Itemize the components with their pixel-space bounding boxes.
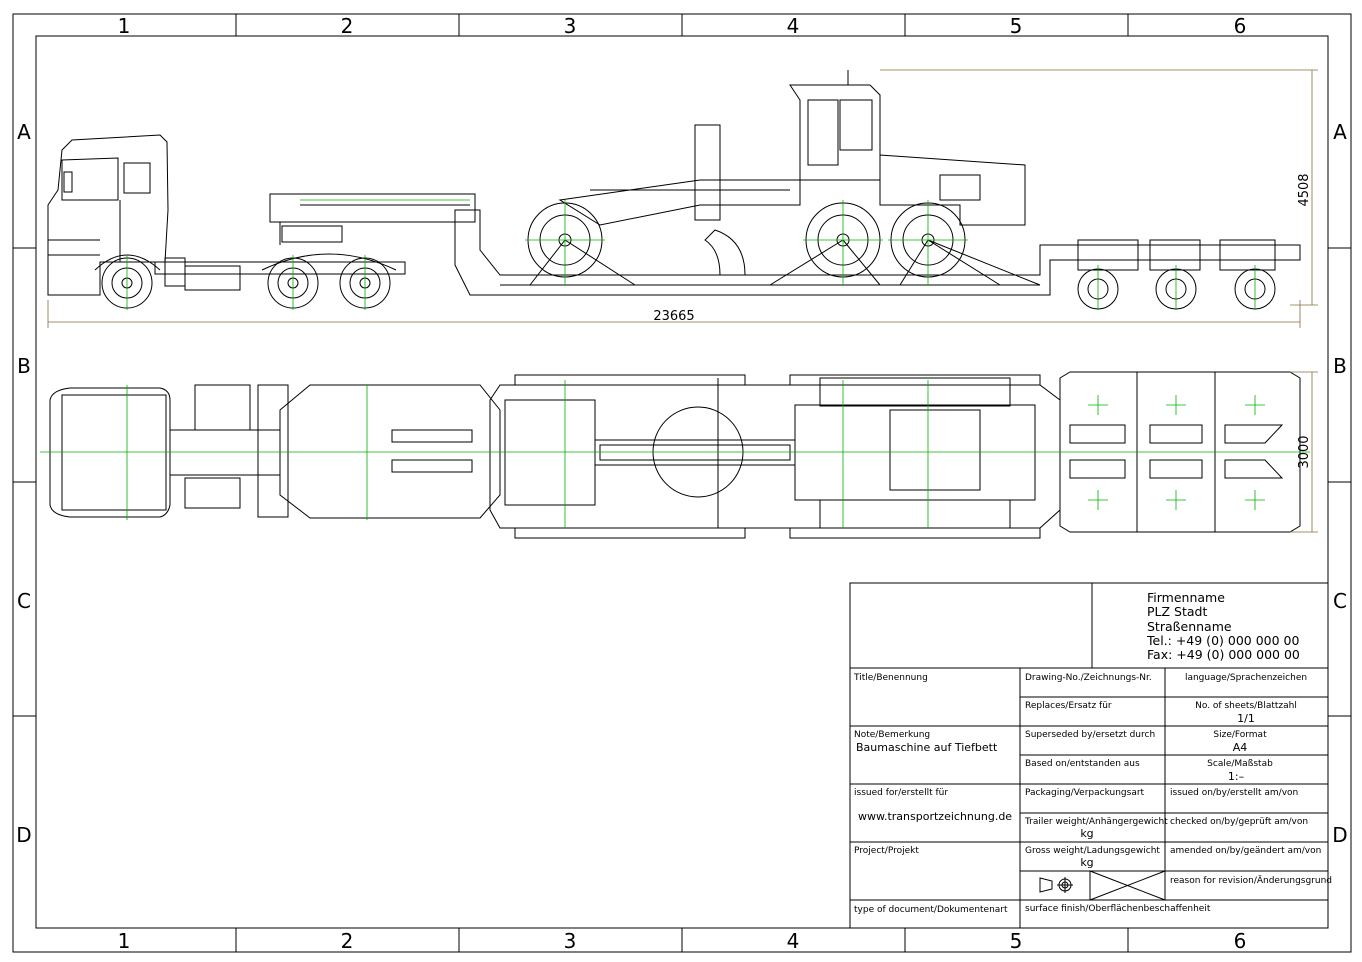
project-label: Project/Projekt [854,846,919,856]
sheets-label: No. of sheets/Blattzahl [1195,701,1297,711]
revision-label: reason for revision/Änderungsgrund [1170,875,1332,886]
company-fax: Fax: +49 (0) 000 000 00 [1147,647,1300,662]
company-tel: Tel.: +49 (0) 000 000 00 [1146,633,1299,648]
zone-col-6: 6 [1234,14,1247,38]
issued-for-value: www.transportzeichnung.de [858,810,1012,823]
zone-col-2: 2 [341,14,354,38]
company-name: Firmenname [1147,590,1225,605]
zone-col-5-bottom: 5 [1010,929,1023,953]
language-label: language/Sprachenzeichen [1185,673,1307,683]
zone-labels: 1 2 3 4 5 6 1 2 3 4 5 6 A B C D A B C D [16,14,1347,953]
replaces-label: Replaces/Ersatz für [1025,701,1112,711]
size-label: Size/Format [1213,730,1267,740]
truck-cab [47,134,169,296]
drawing-frame [12,13,1352,953]
side-centerlines [126,199,1256,310]
side-view [47,69,1318,328]
trailer-weight-unit: kg [1080,827,1093,840]
lowbed-deck-top [489,374,1061,539]
overall-width-label: 3000 [1297,435,1312,468]
size-value: A4 [1233,741,1248,754]
truck-cab-top [49,384,289,518]
zone-col-5: 5 [1010,14,1023,38]
zone-row-b-right: B [1333,354,1347,378]
amended-label: amended on/by/geändert am/von [1170,846,1321,856]
zone-row-c-right: C [1333,589,1347,613]
note-label: Note/Bemerkung [854,730,930,740]
zone-row-a: A [17,120,31,144]
zone-col-6-bottom: 6 [1234,929,1247,953]
zone-row-d: D [16,823,31,847]
gross-weight-unit: kg [1080,856,1093,869]
trailer-wheels [1077,268,1276,310]
side-dimensions [47,69,1318,328]
zone-col-1: 1 [118,14,131,38]
sheets-value: 1/1 [1237,712,1255,725]
zone-col-1-bottom: 1 [118,929,131,953]
grader-top [504,377,1036,529]
scale-value: 1:– [1228,770,1244,783]
overall-height-label: 4508 [1297,173,1312,206]
zone-row-c: C [17,589,31,613]
title-label: Title/Benennung [853,673,928,683]
scale-label: Scale/Maßstab [1207,759,1273,769]
zone-col-4-bottom: 4 [787,929,800,953]
superseded-label: Superseded by/ersetzt durch [1025,730,1155,740]
title-block [849,582,1329,929]
company-address: Firmenname PLZ Stadt Straßenname Tel.: +… [1146,590,1300,662]
zone-row-a-right: A [1333,120,1347,144]
gooseneck-top [279,384,501,519]
zone-col-3-bottom: 3 [564,929,577,953]
zone-row-d-right: D [1332,823,1347,847]
zone-col-2-bottom: 2 [341,929,354,953]
company-city: PLZ Stadt [1147,604,1207,619]
company-street: Straßenname [1147,619,1232,634]
top-centerlines [40,380,1310,528]
drawing-no-label: Drawing-No./Zeichnungs-Nr. [1025,673,1152,683]
issued-on-label: issued on/by/erstellt am/von [1170,788,1298,798]
top-dimensions [1290,371,1318,533]
truck-chassis [154,193,476,291]
top-view [40,371,1318,539]
surface-label: surface finish/Oberflächenbeschaffenheit [1025,904,1211,914]
title-block-fields: Title/Benennung Drawing-No./Zeichnungs-N… [853,673,1332,915]
zone-row-b: B [17,354,31,378]
note-value: Baumaschine auf Tiefbett [856,741,998,754]
zone-col-3: 3 [564,14,577,38]
doc-type-label: type of document/Dokumentenart [854,905,1008,915]
checked-label: checked on/by/geprüft am/von [1170,817,1308,827]
based-label: Based on/entstanden aus [1025,759,1140,769]
overall-length-label: 23665 [653,309,694,324]
trailer-weight-label: Trailer weight/Anhängergewicht [1024,817,1168,827]
gross-weight-label: Gross weight/Ladungsgewicht [1025,846,1160,856]
issued-for-label: issued for/erstellt für [854,788,948,798]
motor-grader [527,70,1041,286]
zone-col-4: 4 [787,14,800,38]
packaging-label: Packaging/Verpackungsart [1025,788,1145,798]
projection-symbol [1039,877,1073,893]
